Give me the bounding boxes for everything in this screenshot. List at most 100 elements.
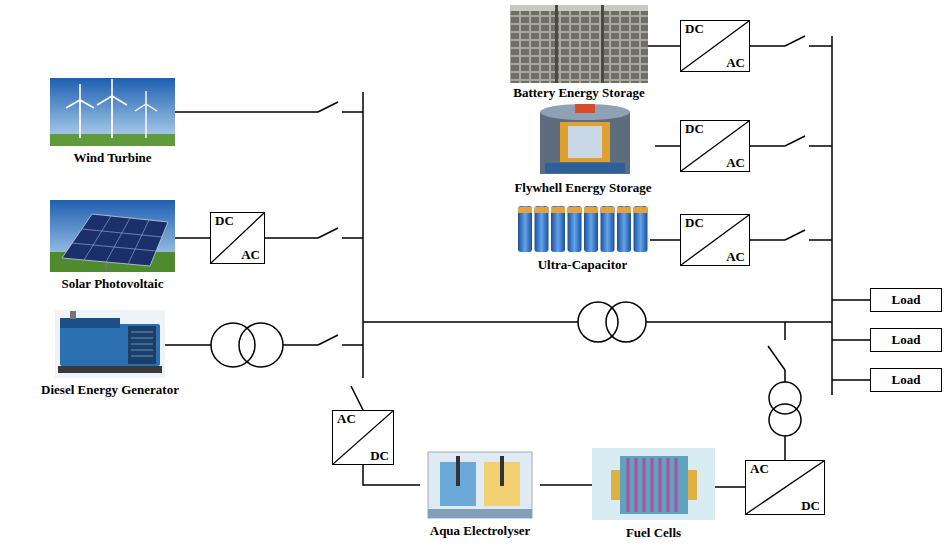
wire xyxy=(363,321,832,323)
electrolyser-picture xyxy=(428,452,532,518)
converter-label: AC xyxy=(726,156,745,170)
blades xyxy=(66,84,94,108)
switch-symbol xyxy=(318,228,338,238)
flywheel-storage: Flywhell Energy Storage xyxy=(511,103,655,196)
load-label: Load xyxy=(892,292,921,308)
converter-label: AC xyxy=(750,462,769,476)
electrolyser: Aqua Electrolyser xyxy=(420,450,540,539)
converter-label: AC xyxy=(726,250,745,264)
electrode xyxy=(500,456,504,486)
rotor-core xyxy=(568,126,602,158)
fuel-cells: Fuel Cells xyxy=(592,448,715,541)
diagonal-line xyxy=(681,21,749,71)
connector-wire xyxy=(715,486,745,488)
battery-racks xyxy=(510,5,648,83)
wire xyxy=(750,239,832,241)
wire xyxy=(165,344,363,346)
bus-bar xyxy=(831,36,833,395)
base xyxy=(428,509,532,518)
connector-wire xyxy=(175,237,210,239)
connector-wire xyxy=(655,145,680,147)
diagonal-line xyxy=(333,411,393,464)
converter-label: DC xyxy=(370,449,389,463)
backdrop xyxy=(55,310,165,378)
flywheel-picture xyxy=(540,104,630,174)
transformer-symbol xyxy=(606,302,646,342)
stack xyxy=(620,456,688,514)
ac-dc-converter: AC DC xyxy=(332,410,394,465)
wire xyxy=(784,322,786,340)
wire xyxy=(832,300,870,380)
blades xyxy=(97,79,127,105)
component-label: Aqua Electrolyser xyxy=(430,523,531,539)
converter-label: AC xyxy=(726,56,745,70)
connector-wire xyxy=(540,484,592,486)
ultracapacitor-picture xyxy=(518,206,648,252)
diagonal-line xyxy=(681,215,749,265)
battery-picture xyxy=(510,5,648,83)
solar-photovoltaic: Solar Photovoltaic xyxy=(50,200,175,292)
dc-ac-converter: DCAC xyxy=(680,20,750,72)
sky xyxy=(50,78,175,146)
ac-dc-converter: ACDC xyxy=(745,460,825,515)
diagonal-line xyxy=(211,213,264,263)
switch-symbol xyxy=(318,102,338,112)
sky xyxy=(50,200,175,272)
switch-symbol xyxy=(785,230,805,240)
fuel-cell-picture xyxy=(592,448,715,520)
diagonal-line xyxy=(681,121,749,171)
rack-frame xyxy=(555,5,558,83)
dc-ac-converter: DCAC xyxy=(680,214,750,266)
picture-area xyxy=(592,448,715,520)
connector-wire xyxy=(363,465,420,485)
component-label: Wind Turbine xyxy=(73,150,151,166)
component-label: Flywhell Energy Storage xyxy=(514,180,651,196)
grille xyxy=(131,332,153,356)
blades xyxy=(135,91,157,111)
load-box: Load xyxy=(870,288,942,312)
picture-area xyxy=(420,450,540,520)
stack-plates xyxy=(628,458,676,512)
wire xyxy=(750,145,832,147)
switch-symbol xyxy=(318,335,338,345)
end-plate xyxy=(611,470,620,500)
wire xyxy=(175,111,363,113)
picture-area xyxy=(50,200,175,272)
stand xyxy=(105,263,107,271)
rotor xyxy=(560,122,610,162)
tower xyxy=(111,96,113,138)
wire xyxy=(265,237,363,239)
switch-symbol xyxy=(351,386,363,410)
connector-wire xyxy=(648,45,680,47)
backdrop xyxy=(592,448,715,520)
wire xyxy=(750,45,832,47)
switch-symbol xyxy=(785,36,805,46)
transformer-symbol xyxy=(211,323,255,367)
picture-area xyxy=(50,78,175,146)
picture-area xyxy=(38,310,182,378)
cabinet xyxy=(428,452,532,518)
rack-top xyxy=(510,5,648,11)
dc-ac-converter: DC AC xyxy=(210,212,265,264)
wiring xyxy=(165,36,870,460)
housing-top xyxy=(540,104,630,120)
converter-label: DC xyxy=(685,122,704,136)
converter-label: AC xyxy=(337,412,356,426)
load-box: Load xyxy=(870,328,942,352)
panel-grid xyxy=(72,216,162,264)
bearing xyxy=(575,104,595,113)
load-label: Load xyxy=(892,332,921,348)
picture-area xyxy=(511,103,655,178)
rack-frame xyxy=(601,5,604,83)
converter-label: AC xyxy=(241,248,260,262)
bus-bar xyxy=(362,92,364,378)
wind-turbine-picture xyxy=(50,78,175,146)
tower xyxy=(79,100,81,138)
wire xyxy=(784,370,786,460)
diagonal-line xyxy=(746,461,824,514)
picture-area xyxy=(510,5,648,83)
tower xyxy=(145,104,147,138)
base xyxy=(545,163,625,173)
converter-label: DC xyxy=(215,214,234,228)
cell-caps xyxy=(518,207,648,213)
